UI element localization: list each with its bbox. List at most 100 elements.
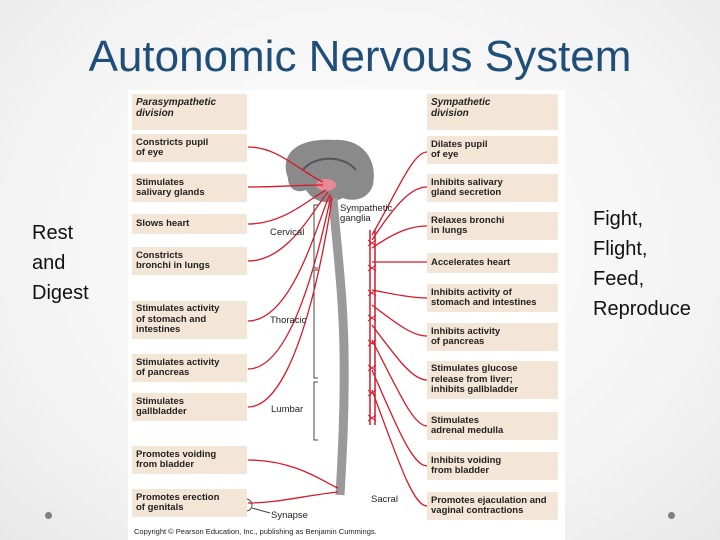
effect-line: Constricts pupil <box>136 136 209 148</box>
parasym-pathway <box>247 191 329 262</box>
effect-line: from bladder <box>431 465 490 476</box>
sym-pathway <box>371 151 428 236</box>
effect-line: Inhibits voiding <box>431 454 502 466</box>
parasym-effect-genitals: Promotes erection of genitals <box>132 489 247 517</box>
effect-line: Stimulates activity <box>136 303 220 315</box>
ganglion-marker <box>367 289 377 297</box>
parasym-pathway <box>247 197 333 408</box>
ganglion-marker <box>367 239 377 247</box>
nerve-pathways <box>239 139 428 514</box>
effect-line: Accelerates heart <box>431 256 511 268</box>
sym-effect-genitals: Promotes ejaculation and vaginal contrac… <box>427 492 558 520</box>
effect-line: gland secretion <box>431 187 502 198</box>
effect-line: of stomach and <box>136 313 207 325</box>
effect-line: release from liver; <box>431 373 513 385</box>
sym-effect-bladder: Inhibits voiding from bladder <box>427 452 558 480</box>
left-text-line: Digest <box>32 282 89 304</box>
slide-title: Autonomic Nervous System <box>88 32 632 81</box>
right-text-line: Flight, <box>593 238 648 260</box>
parasym-effect-bladder: Promotes voiding from bladder <box>132 446 247 474</box>
parasym-effect-pupil: Constricts pupil of eye <box>132 134 247 162</box>
effect-line: Relaxes bronchi <box>431 214 505 226</box>
effect-line: gallbladder <box>136 406 187 417</box>
ganglion-marker <box>367 364 377 372</box>
parasym-effect-gallbladder: Stimulates gallbladder <box>132 393 247 421</box>
sym-pathway <box>371 186 428 241</box>
sacral-label: Sacral <box>371 494 398 505</box>
parasym-effect-bronchi: Constricts bronchi in lungs <box>132 247 247 275</box>
right-text-line: Reproduce <box>593 298 691 320</box>
effect-line: Stimulates <box>136 395 185 407</box>
thoracic-label: Thoracic <box>270 315 307 326</box>
brain-fold <box>302 157 357 171</box>
cervical-label: Cervical <box>270 227 305 238</box>
parasym-effect-salivary: Stimulates salivary glands <box>132 174 247 202</box>
parasym-pathway <box>247 459 339 489</box>
sym-effect-adrenal: Stimulates adrenal medulla <box>427 412 558 440</box>
effect-line: Stimulates <box>136 176 185 188</box>
effect-line: stomach and intestines <box>431 297 537 308</box>
sym-effect-pupil: Dilates pupil of eye <box>427 136 558 164</box>
effect-line: Constricts <box>136 249 183 261</box>
parasympathetic-header: Parasympathetic division <box>132 94 247 130</box>
left-text-line: and <box>32 252 66 274</box>
label-line: ganglia <box>340 213 371 224</box>
synapse-label: Synapse <box>271 510 308 521</box>
sym-pathway <box>371 369 428 467</box>
sym-pathway <box>371 304 428 337</box>
header-line: division <box>431 107 469 119</box>
header-line: Sympathetic <box>431 97 491 108</box>
sym-pathway <box>371 289 428 299</box>
lumbar-bracket <box>313 381 318 441</box>
sym-pathway <box>371 339 428 427</box>
synapse-leader <box>251 507 271 514</box>
right-text-line: Feed, <box>593 268 645 290</box>
effect-line: Inhibits activity <box>431 325 501 337</box>
sym-effect-salivary: Inhibits salivary gland secretion <box>427 174 558 202</box>
sym-effect-bronchi: Relaxes bronchi in lungs <box>427 212 558 240</box>
sym-effect-pancreas: Inhibits activity of pancreas <box>427 323 558 351</box>
ganglion-marker <box>367 264 377 272</box>
effect-line: Stimulates activity <box>136 356 220 368</box>
ganglion-marker <box>367 414 377 422</box>
slide-bullet-left <box>45 512 52 519</box>
lumbar-label: Lumbar <box>271 404 304 415</box>
ganglion-marker <box>367 389 377 397</box>
sympathetic-header: Sympathetic division <box>427 94 558 130</box>
effect-line: in lungs <box>431 225 468 236</box>
header-line: Parasympathetic <box>136 97 217 108</box>
ganglion-marker <box>367 339 377 347</box>
effect-line: bronchi in lungs <box>136 260 210 271</box>
parasym-pathway <box>247 491 339 504</box>
effect-line: Inhibits activity of <box>431 286 512 298</box>
right-text-line: Fight, <box>593 208 644 230</box>
rest-and-digest-text: Rest and Digest <box>32 218 89 308</box>
effect-line: Promotes voiding <box>136 448 217 460</box>
effect-line: inhibits gallbladder <box>431 384 519 396</box>
sym-pathway <box>371 389 428 507</box>
sym-effect-liver: Stimulates glucose release from liver; i… <box>427 361 558 399</box>
parasym-pathway <box>247 189 327 225</box>
parasym-pathway <box>247 195 332 370</box>
brain-shape <box>285 139 374 203</box>
fight-flight-text: Fight, Flight, Feed, Reproduce <box>593 204 691 324</box>
sym-pathway <box>371 324 428 381</box>
effect-line: salivary glands <box>136 187 205 198</box>
parasym-effect-heart: Slows heart <box>132 214 247 234</box>
label-line: Sympathetic <box>340 203 393 214</box>
parasym-pathway <box>247 184 324 188</box>
sym-pathway <box>371 225 428 249</box>
effect-line: of eye <box>136 147 164 158</box>
thoracic-bracket <box>313 269 318 379</box>
parasym-effect-pancreas: Stimulates activity of pancreas <box>132 354 247 382</box>
effect-line: Stimulates <box>431 414 480 426</box>
effect-line: of pancreas <box>136 367 190 378</box>
effect-line: from bladder <box>136 459 195 470</box>
sym-effect-heart: Accelerates heart <box>427 253 558 273</box>
header-line: division <box>136 107 174 119</box>
ans-diagram: Parasympathetic division Sympathetic div… <box>128 90 565 540</box>
effect-line: of eye <box>431 149 459 160</box>
effect-line: Dilates pupil <box>431 138 488 150</box>
effect-line: Slows heart <box>136 217 190 229</box>
copyright-notice: Copyright © Pearson Education, Inc., pub… <box>134 527 377 536</box>
